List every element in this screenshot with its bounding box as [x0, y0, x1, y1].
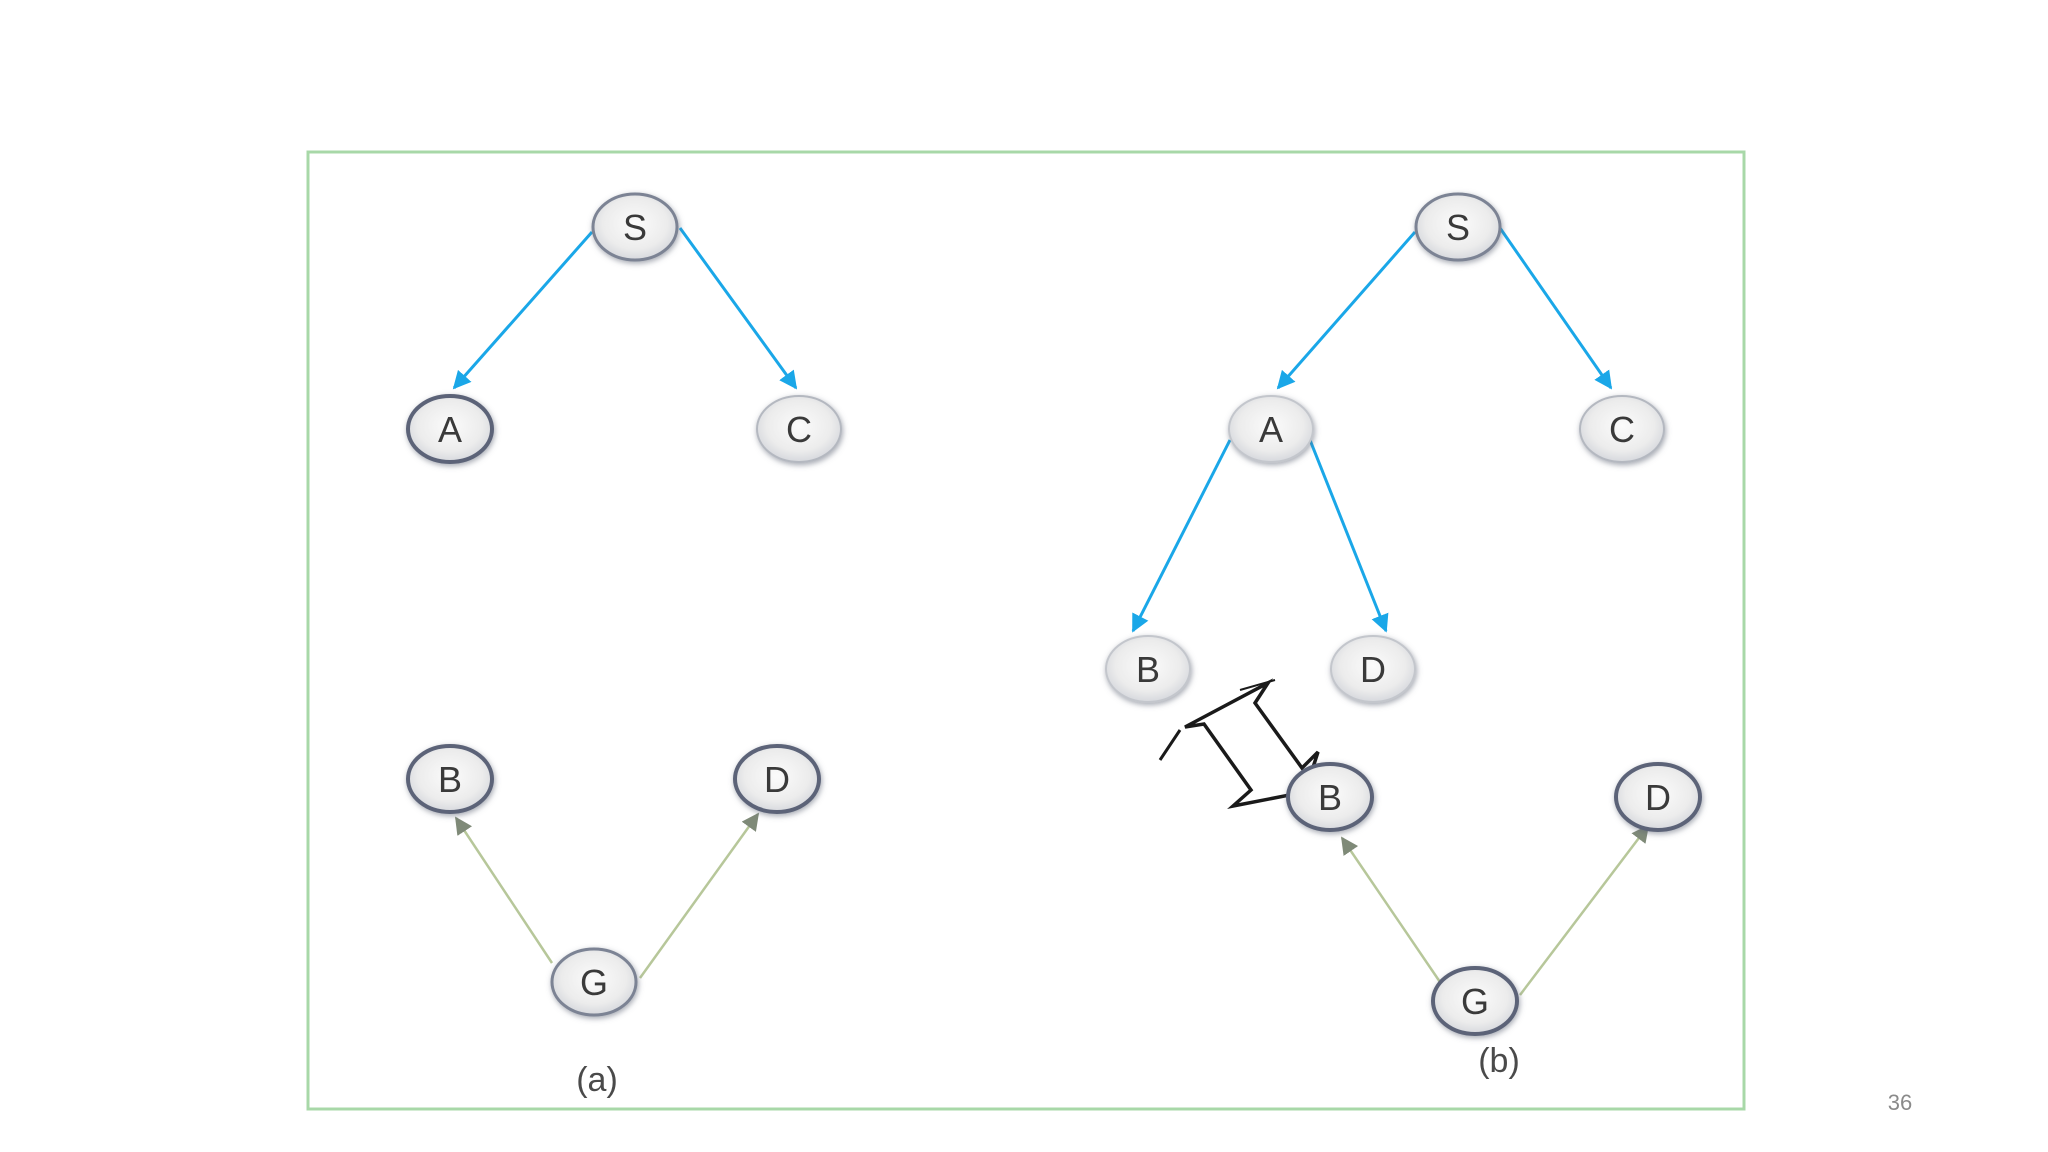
panel-a: S A C B D G (a) [406, 192, 842, 1099]
edge-s-c [1498, 227, 1613, 390]
node-g: G [550, 947, 638, 1017]
node-c: C [756, 395, 842, 463]
caption-a: (a) [576, 1061, 618, 1099]
edge-s-a [452, 231, 594, 390]
page-number: 36 [1887, 1090, 1913, 1115]
edge-g-d [1519, 824, 1650, 996]
node-label: S [623, 207, 647, 248]
node-s: S [1414, 192, 1502, 262]
node-a: A [1228, 395, 1314, 463]
node-label: B [1136, 649, 1160, 690]
node-label: C [1609, 409, 1635, 450]
edge-a-b [1131, 439, 1232, 633]
node-label: G [580, 962, 608, 1003]
edge-g-b [1340, 836, 1442, 983]
node-label: D [1645, 777, 1671, 818]
node-label: S [1446, 207, 1470, 248]
caption-b: (b) [1478, 1042, 1520, 1080]
edge-g-b [454, 816, 554, 964]
node-a: A [406, 394, 494, 464]
node-b-bottom: B [1286, 762, 1374, 832]
node-c: C [1579, 395, 1665, 463]
node-b-top: B [1105, 635, 1191, 703]
node-d-top: D [1330, 635, 1416, 703]
node-b: B [406, 744, 494, 814]
node-d-bottom: D [1614, 762, 1702, 832]
node-label: A [1259, 409, 1283, 450]
edge-a-d [1308, 439, 1389, 633]
edge-s-a [1276, 231, 1417, 390]
diagram-frame [306, 150, 1746, 1111]
node-d: D [733, 744, 821, 814]
node-label: D [1360, 649, 1386, 690]
node-label: B [1318, 777, 1342, 818]
node-label: G [1461, 981, 1489, 1022]
edge-g-d [638, 812, 760, 979]
edge-s-c [678, 227, 798, 390]
node-label: B [438, 759, 462, 800]
node-s: S [591, 192, 679, 262]
panel-b: S A C B D B D [1105, 192, 1702, 1080]
node-label: A [438, 409, 462, 450]
node-label: D [764, 759, 790, 800]
node-label: C [786, 409, 812, 450]
node-g: G [1431, 966, 1519, 1036]
